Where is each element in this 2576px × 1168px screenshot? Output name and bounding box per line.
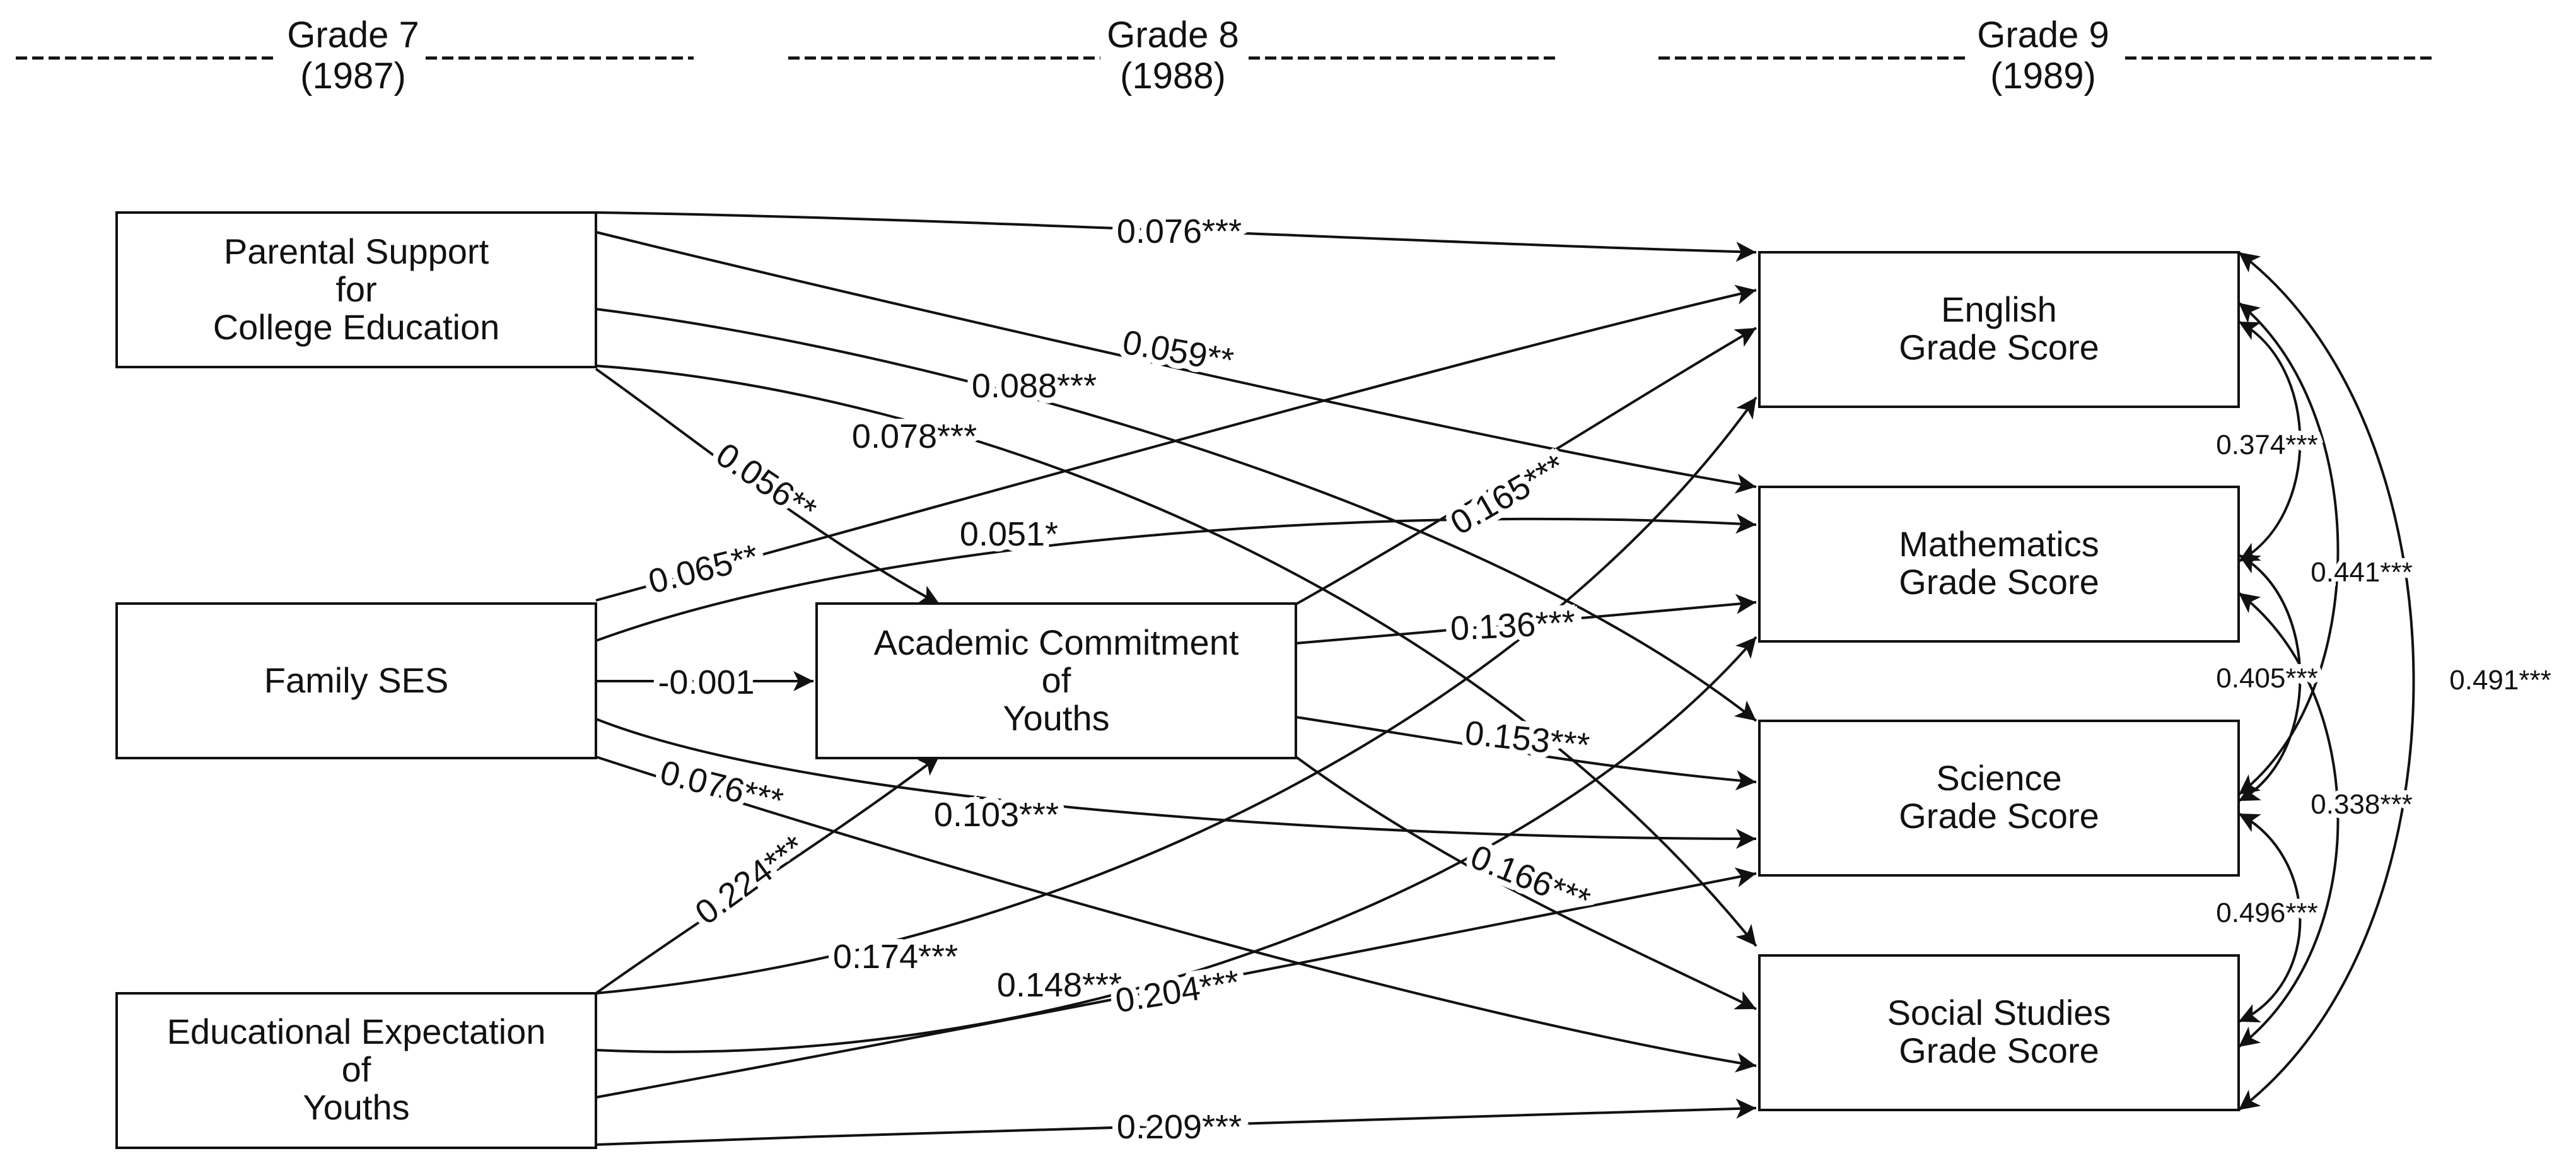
header-grade7: Grade 7 (1987) [16,15,694,96]
node-math-line2: Grade Score [1899,562,2099,602]
corr-label-science-social: 0.496*** [2216,897,2317,928]
node-ses-line1: Family SES [264,660,449,700]
node-science-box [1758,720,2240,877]
coef-ses-social: 0.076*** [656,753,787,820]
header-grade8-title: Grade 8 [1107,15,1239,55]
edge-parental-english [595,211,1757,262]
corr-science-social [2238,812,2302,1023]
edge-parental-social [595,365,1757,947]
coef-parental-english: 0.076*** [1117,213,1242,250]
header-grade7-year: (1987) [300,55,406,96]
coef-expect-science: 0.204*** [1113,963,1242,1020]
node-parental-line2: for [335,269,376,309]
corr-label-english-science: 0.441*** [2311,557,2412,588]
node-expect-line2: of [342,1049,371,1089]
edge-commit-science [1295,716,1757,791]
corr-math-social [2237,592,2340,1048]
coef-expect-social: 0.209*** [1117,1108,1242,1146]
header-grade9: Grade 9 (1989) [1658,15,2434,96]
coef-ses-english: 0.065** [644,537,762,601]
corr-english-math [2238,320,2302,563]
coef-parental-commit: 0.056** [709,436,823,530]
coef-parental-science: 0.088*** [972,367,1097,405]
edge-ses-math [595,513,1757,642]
node-expect-line1: Educational Expectation [167,1012,546,1051]
edge-commit-english [1295,327,1757,605]
edge-expect-social [595,1098,1757,1146]
node-science-line2: Grade Score [1899,796,2099,836]
edge-parental-science [595,308,1757,722]
node-ses: Family SES [115,602,597,759]
node-parental: Parental Support for College Education [115,211,597,368]
coef-ses-science: 0.103*** [934,796,1059,834]
edge-commit-math [1295,593,1757,645]
coef-parental-math: 0.059** [1120,323,1237,380]
corr-label-english-math: 0.374*** [2216,429,2317,460]
coef-ses-math: 0.051* [960,515,1058,553]
corr-label-math-social: 0.338*** [2311,789,2412,820]
header-grade9-title: Grade 9 [1977,15,2109,55]
coef-expect-math: 0.148*** [997,966,1122,1004]
header-grade9-year: (1989) [1990,55,2096,96]
coef-commit-math: 0.136*** [1450,604,1576,648]
edge-expect-science [595,867,1757,1099]
node-expect-line3: Youths [303,1087,409,1127]
coef-parental-social: 0.078*** [852,418,977,455]
header-grade8-year: (1988) [1120,55,1226,96]
corr-label-math-science: 0.405*** [2216,663,2317,694]
header-grade7-title: Grade 7 [287,15,419,55]
node-english-line2: Grade Score [1899,327,2099,367]
corr-math-science [2238,554,2302,802]
coef-commit-social: 0.166*** [1466,838,1595,920]
correlation-arcs [2237,251,2415,1111]
node-english-line1: English [1941,289,2057,329]
edge-parental-commit [595,368,940,605]
node-social-box [1758,954,2240,1111]
coef-commit-english: 0.165*** [1444,447,1571,542]
node-commit-line2: of [1042,660,1071,700]
node-commit-line1: Academic Commitment [874,622,1239,662]
node-math-line1: Mathematics [1899,524,2099,564]
node-commit: Academic Commitment of Youths [815,602,1297,759]
coef-expect-commit: 0.224*** [689,828,812,932]
node-parental-line1: Parental Support [224,231,489,271]
path-edges [595,211,1757,1146]
edge-ses-science [595,718,1757,849]
coef-ses-commit: -0.001 [658,663,754,701]
edge-ses-social [595,756,1757,1073]
node-english-box [1758,251,2240,408]
corr-label-english-social: 0.491*** [2449,665,2551,696]
node-math-box [1758,486,2240,643]
node-social-line1: Social Studies [1887,993,2111,1032]
node-science-line1: Science [1936,758,2061,798]
edge-expect-english [595,396,1757,995]
node-commit-line3: Youths [1003,698,1109,738]
edge-expect-math [595,636,1757,1053]
coef-commit-science: 0.153*** [1463,714,1591,764]
node-science: Science Grade Score [1758,720,2240,877]
edge-parental-math [595,231,1757,494]
coef-expect-english: 0.174*** [833,938,958,976]
correlation-labels: 0.374*** 0.441*** 0.491*** 0.405*** 0.33… [2212,425,2555,933]
node-expect: Educational Expectation of Youths [115,992,597,1149]
node-social: Social Studies Grade Score [1758,954,2240,1111]
node-social-line2: Grade Score [1899,1031,2099,1070]
node-parental-line3: College Education [213,307,500,347]
node-commit-box [815,602,1297,759]
node-parental-box [115,211,597,368]
node-english: English Grade Score [1758,251,2240,408]
node-expect-box [115,992,597,1149]
node-math: Mathematics Grade Score [1758,486,2240,643]
edge-ses-english [595,284,1757,602]
node-ses-box [115,602,597,759]
edge-expect-commit [595,754,941,995]
header-grade8: Grade 8 (1988) [788,15,1558,96]
corr-english-social [2237,251,2415,1111]
edge-commit-social [1295,756,1757,1010]
